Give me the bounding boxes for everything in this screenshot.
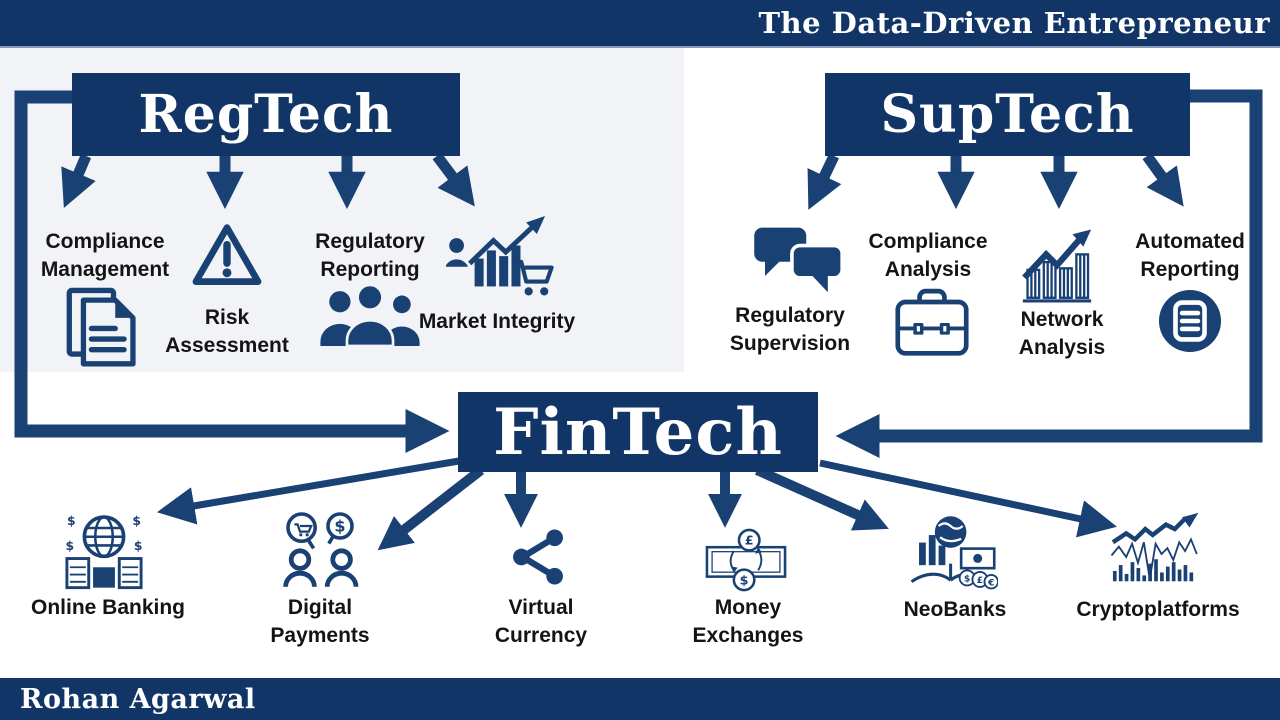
suptech-box: SupTech bbox=[825, 73, 1190, 156]
fintech-item-cryptoplatforms: Cryptoplatforms bbox=[1076, 598, 1240, 621]
growth-chart-icon bbox=[1018, 228, 1096, 304]
svg-text:$: $ bbox=[132, 514, 141, 528]
globe-bank-icon: $ $ $ $ bbox=[64, 512, 144, 592]
fintech-item-neobanks: NeoBanks bbox=[903, 598, 1007, 621]
regtech-label: RegTech bbox=[138, 84, 394, 145]
share-network-icon bbox=[506, 524, 570, 590]
svg-text:€: € bbox=[987, 578, 994, 588]
fintech-item-digital-payments: Digital Payments bbox=[270, 596, 370, 647]
svg-text:$: $ bbox=[334, 517, 345, 536]
svg-text:$: $ bbox=[66, 539, 75, 553]
fintech-item-online-banking: Online Banking bbox=[30, 596, 185, 619]
neobank-icon: $ £ € bbox=[904, 512, 998, 592]
regtech-item-market-integrity: Market Integrity bbox=[418, 310, 576, 333]
page-title: The Data-Driven Entrepreneur bbox=[758, 6, 1270, 40]
suptech-item-network-analysis: Network Analysis bbox=[1018, 308, 1106, 359]
documents-icon bbox=[60, 286, 144, 370]
svg-text:£: £ bbox=[745, 534, 754, 549]
svg-text:$: $ bbox=[134, 539, 143, 553]
people-group-icon bbox=[316, 284, 424, 346]
regtech-box: RegTech bbox=[72, 73, 460, 156]
chat-bubbles-icon bbox=[750, 224, 850, 294]
top-bar: The Data-Driven Entrepreneur bbox=[0, 0, 1280, 48]
regtech-item-risk-assessment: Risk Assessment bbox=[165, 306, 289, 357]
currency-exchange-icon: £ $ bbox=[694, 528, 798, 592]
payment-people-icon: $ bbox=[268, 510, 372, 590]
svg-text:$: $ bbox=[67, 514, 76, 528]
suptech-label: SupTech bbox=[880, 84, 1135, 145]
fintech-item-virtual-currency: Virtual Currency bbox=[494, 596, 588, 647]
author-name: Rohan Agarwal bbox=[20, 683, 256, 715]
suptech-item-automated-reporting: Automated Reporting bbox=[1135, 230, 1245, 281]
suptech-item-compliance-analysis: Compliance Analysis bbox=[868, 230, 988, 281]
crypto-chart-icon bbox=[1110, 508, 1202, 592]
briefcase-icon bbox=[892, 288, 972, 358]
svg-text:£: £ bbox=[977, 576, 983, 586]
report-circle-icon bbox=[1157, 288, 1223, 354]
svg-text:$: $ bbox=[964, 575, 970, 585]
fintech-label: FinTech bbox=[493, 394, 783, 470]
market-chart-cart-icon bbox=[446, 216, 554, 302]
fintech-box: FinTech bbox=[458, 392, 818, 472]
suptech-item-regulatory-supervision: Regulatory Supervision bbox=[729, 304, 851, 355]
regtech-item-compliance-management: Compliance Management bbox=[40, 230, 170, 281]
fintech-item-money-exchanges: Money Exchanges bbox=[692, 596, 804, 647]
warning-triangle-icon bbox=[190, 220, 264, 290]
regtech-item-regulatory-reporting: Regulatory Reporting bbox=[315, 230, 425, 281]
svg-text:$: $ bbox=[740, 573, 749, 588]
footer-bar: Rohan Agarwal bbox=[0, 678, 1280, 720]
